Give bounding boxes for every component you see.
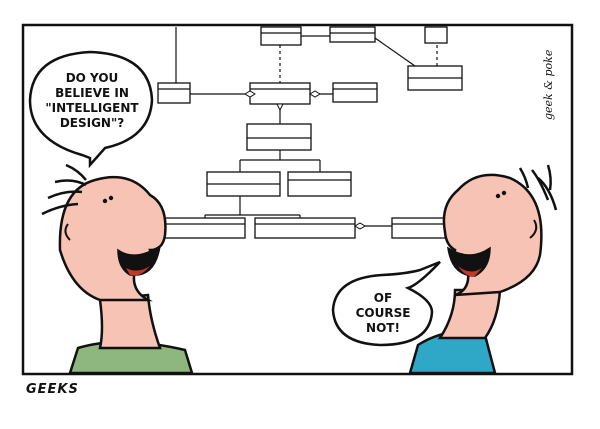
bubble-right-line-2: COURSE [356, 306, 411, 320]
artist-signature: geek & poke [542, 49, 555, 120]
bubble-left-line-3: "INTELLIGENT [45, 101, 139, 115]
right-character [408, 164, 558, 375]
comic-caption: GEEKS [26, 382, 79, 397]
bubble-right-line-3: NOT! [366, 321, 400, 335]
bubble-left-line-1: DO YOU [66, 71, 119, 85]
bubble-left-line-4: DESIGN"? [60, 116, 124, 130]
uml-diagram [157, 26, 463, 239]
left-character [41, 163, 194, 375]
bubble-left-line-2: BELIEVE IN [55, 86, 129, 100]
speech-bubble-right: OF COURSE NOT! [331, 260, 441, 347]
bubble-right-line-1: OF [374, 291, 392, 305]
speech-bubble-left: DO YOU BELIEVE IN "INTELLIGENT DESIGN"? [28, 50, 154, 169]
